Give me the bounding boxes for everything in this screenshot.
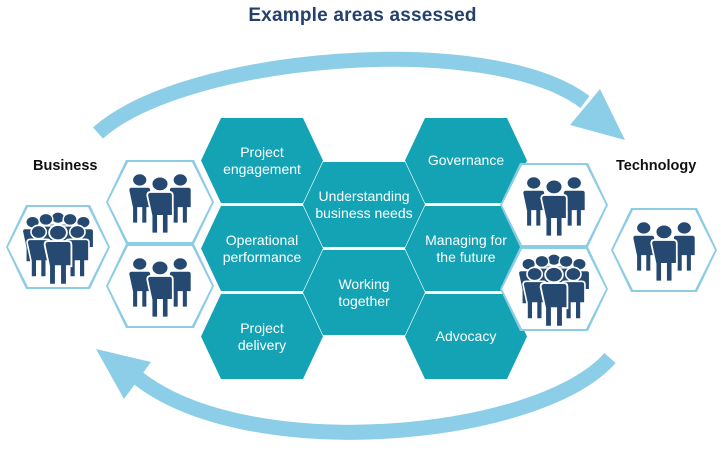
people-hexagon-technology-outer <box>611 208 717 292</box>
people-hexagon-inner <box>502 165 606 245</box>
people-hexagon-inner <box>108 162 212 242</box>
people-hexagon-inner <box>8 207 108 287</box>
bottom-arrow-head-icon <box>96 349 151 399</box>
people-team-icon <box>511 174 597 236</box>
hexagon-label: Managing for the future <box>425 232 507 265</box>
hexagon-label: Advocacy <box>435 328 497 345</box>
people-hexagon-business-upper <box>106 160 214 244</box>
top-arrow <box>93 51 625 140</box>
page-title: Example areas assessed <box>248 5 477 26</box>
people-hexagon-inner <box>108 246 212 326</box>
top-arrow-shaft <box>93 51 590 139</box>
people-hexagon-business-outer <box>6 205 110 289</box>
people-hexagon-technology-upper <box>500 163 608 247</box>
hexagon-label: Project engagement <box>223 144 301 177</box>
technology-label: Technology <box>616 158 697 174</box>
people-hexagon-business-lower <box>106 244 214 328</box>
hexagon-label: Project delivery <box>237 320 287 353</box>
hexagon-working-together: Working together <box>303 250 425 335</box>
top-arrow-head-icon <box>570 89 625 140</box>
people-hexagon-inner <box>613 210 715 290</box>
people-hexagon-technology-lower <box>500 247 608 331</box>
hexagon-project-engagement: Project engagement <box>201 118 323 203</box>
hexagon-understanding-business-needs: Understanding business needs <box>303 162 425 247</box>
people-team-icon <box>117 171 203 233</box>
hexagon-label: Governance <box>427 152 505 169</box>
business-label: Business <box>33 158 98 174</box>
hexagon-label: Working together <box>338 276 390 309</box>
hexagon-advocacy: Advocacy <box>405 294 527 379</box>
people-team-icon <box>621 219 707 281</box>
bottom-arrow <box>96 349 616 440</box>
people-hexagon-inner <box>502 249 606 329</box>
people-crowd-icon <box>508 252 600 327</box>
hexagon-governance: Governance <box>405 118 527 203</box>
bottom-arrow-shaft <box>133 352 616 440</box>
people-team-icon <box>117 255 203 317</box>
hexagon-label: Operational performance <box>222 232 302 265</box>
hexagon-project-delivery: Project delivery <box>201 294 323 379</box>
hexagon-operational-performance: Operational performance <box>201 206 323 291</box>
hexagon-label: Understanding business needs <box>315 188 413 221</box>
people-crowd-icon <box>12 210 104 285</box>
